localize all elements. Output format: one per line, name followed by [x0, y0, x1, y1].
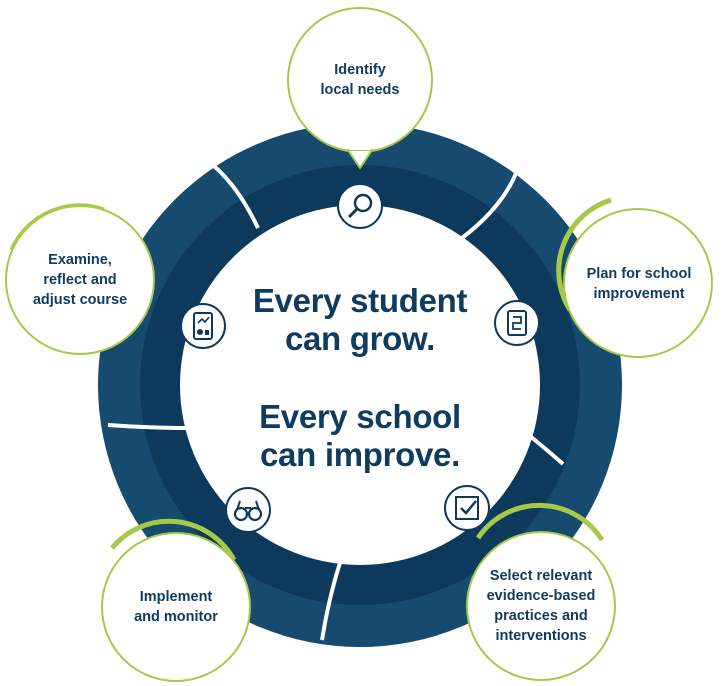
checkbox-check-icon: [444, 485, 490, 531]
chart-report-icon: [180, 303, 226, 349]
center-line-2: can grow.: [284, 320, 436, 357]
stage-bubble-plan: [563, 208, 713, 358]
stage-bubble-examine: [5, 205, 155, 355]
ring-separators: [107, 158, 565, 641]
center-line-1: Every student: [252, 282, 468, 319]
stage-icons: [180, 183, 540, 533]
center-disk: [180, 205, 540, 565]
center-message-2: Every school can improve.: [200, 398, 520, 474]
center-line-3: Every school: [259, 398, 461, 435]
stage-label-examine: Examine, reflect and adjust course: [32, 252, 128, 308]
stage-implement: Implement and monitor: [101, 532, 251, 682]
stage-label-select: Select relevant evidence-based practices…: [486, 568, 596, 644]
magnifying-glass-icon: [337, 183, 383, 229]
stage-examine: Examine, reflect and adjust course: [5, 205, 155, 355]
stage-select: Select relevant evidence-based practices…: [466, 531, 616, 681]
stage-identify: Identify local needs: [288, 8, 432, 152]
stage-label-identify: Identify local needs: [320, 62, 400, 98]
stage-label-implement: Implement and monitor: [134, 589, 218, 625]
binoculars-icon: [225, 487, 271, 533]
stage-bubble-select: [466, 531, 616, 681]
stage-label-plan: Plan for school improvement: [586, 266, 692, 302]
stage-plan: Plan for school improvement: [564, 209, 714, 359]
flowchart-plan-icon: [494, 300, 540, 346]
stage-bubble-implement: [101, 532, 251, 682]
stage-bubbles: [5, 7, 713, 682]
center-message: Every student can grow.: [200, 282, 520, 358]
center-line-4: can improve.: [260, 436, 460, 473]
